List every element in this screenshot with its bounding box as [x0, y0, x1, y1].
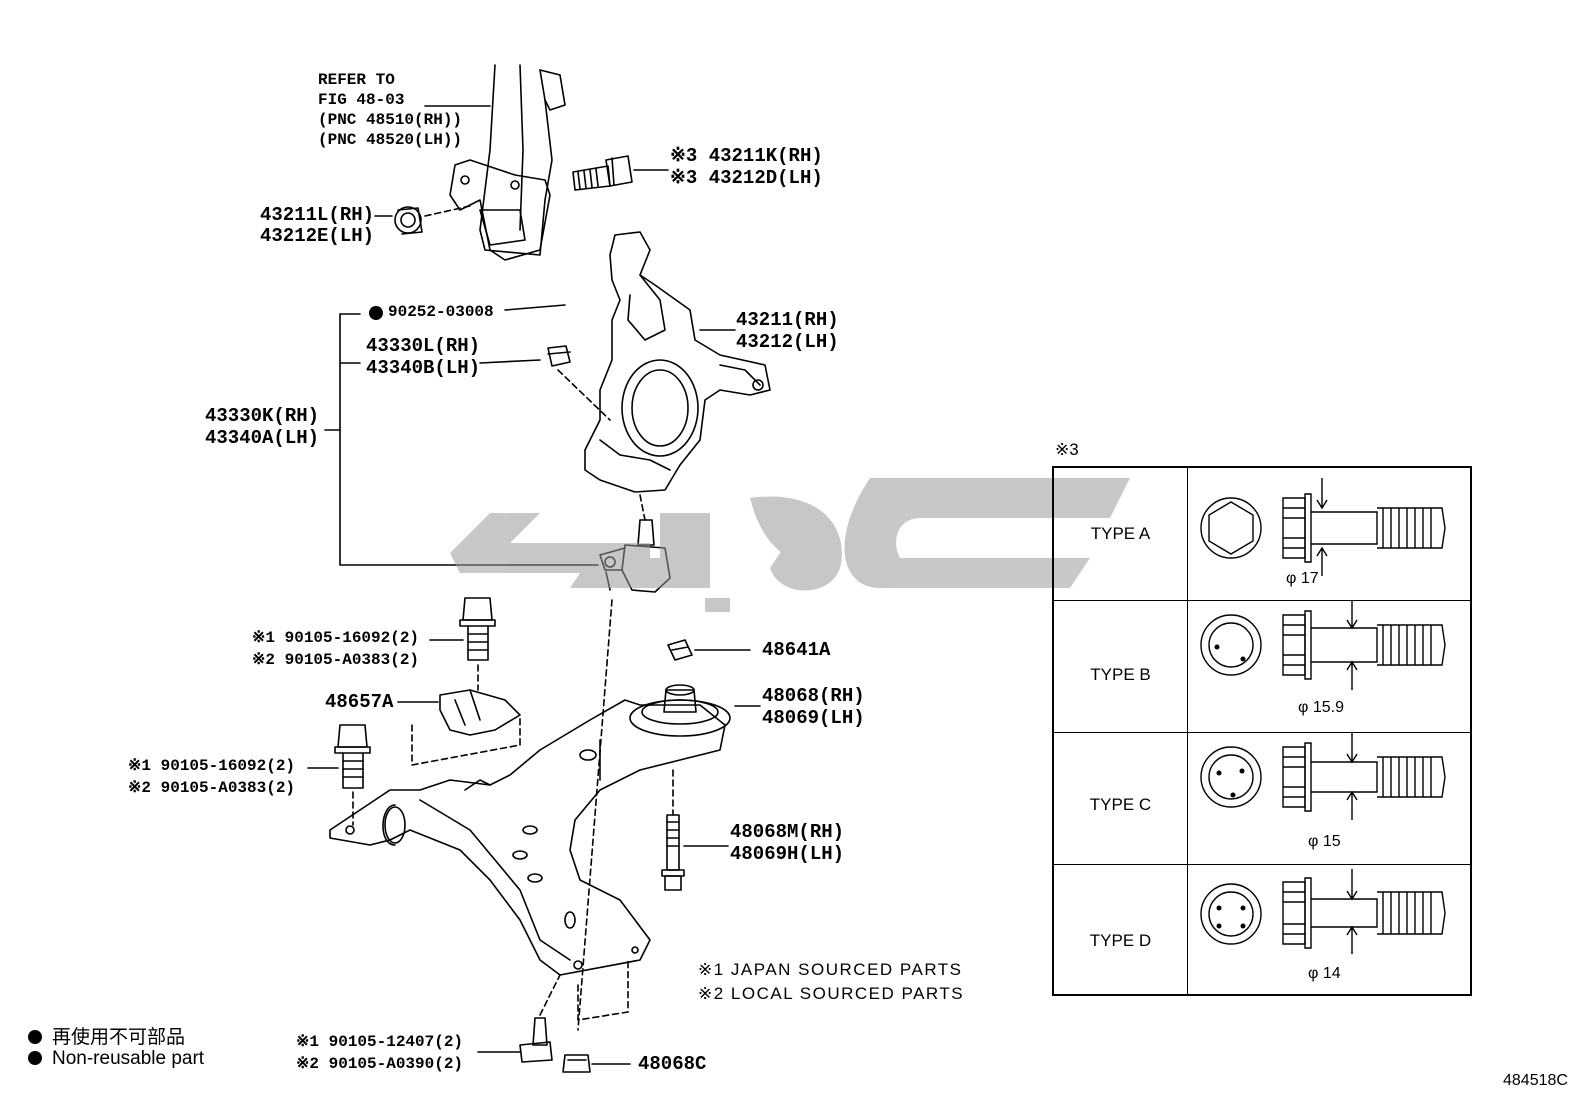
table-marker: ※3: [1055, 440, 1079, 459]
type-diameter: φ 14: [1308, 965, 1341, 982]
part-label-48069h[interactable]: 48069H(LH): [730, 843, 845, 865]
part-label-90105-16092-upper[interactable]: ※1 90105-16092(2): [252, 629, 420, 647]
nut-48068c-drawing: [562, 1054, 591, 1073]
upper-flange-bolt-drawing: [459, 597, 496, 661]
type-d-bolt-drawing: [1200, 869, 1446, 954]
type-name: TYPE A: [1090, 524, 1151, 543]
note-local-sourced: ※2 LOCAL SOURCED PARTS: [698, 984, 965, 1003]
type-a-bolt-drawing: [1200, 478, 1446, 576]
type-name: TYPE D: [1089, 931, 1152, 950]
legend-en: Non-reusable part: [28, 1048, 204, 1070]
part-label-90105-16092-lower[interactable]: ※1 90105-16092(2): [128, 757, 296, 775]
table-row: TYPE C φ 15: [1054, 732, 1470, 865]
ball-joint-seal-drawing: [547, 345, 571, 367]
refer-note-line2: FIG 48-03: [318, 91, 405, 109]
bracket-48657a-drawing: [439, 689, 521, 736]
non-reusable-dot: [369, 306, 383, 320]
type-diameter: φ 17: [1286, 570, 1319, 587]
bottom-bolt-drawing: [519, 1017, 553, 1063]
part-label-43212d[interactable]: ※3 43212D(LH): [670, 167, 823, 189]
part-label-43340b[interactable]: 43340B(LH): [366, 357, 481, 379]
legend-jp: 再使用不可部品: [28, 1022, 185, 1049]
table-row: TYPE A φ 17: [1054, 468, 1470, 600]
type-diameter: φ 15.9: [1298, 699, 1344, 716]
nut-48641a-drawing: [667, 639, 693, 661]
refer-note-line4: (PNC 48520(LH)): [318, 131, 463, 149]
figure-id: 484518C: [1503, 1072, 1568, 1089]
type-c-bolt-drawing: [1200, 732, 1446, 820]
camber-bolt-drawing: [572, 155, 669, 191]
strut-assembly-drawing: [449, 64, 566, 261]
part-label-48657a[interactable]: 48657A: [325, 691, 394, 713]
part-label-43211k[interactable]: ※3 43211K(RH): [670, 145, 823, 167]
legend-en-text: Non-reusable part: [52, 1048, 205, 1069]
type-name: TYPE B: [1090, 665, 1151, 684]
part-label-43212[interactable]: 43212(LH): [736, 331, 839, 353]
part-label-90252-03008[interactable]: 90252-03008: [388, 303, 494, 321]
part-label-48068c[interactable]: 48068C: [638, 1053, 707, 1075]
part-label-48069[interactable]: 48069(LH): [762, 707, 865, 729]
part-label-48068m[interactable]: 48068M(RH): [730, 821, 845, 843]
bolt-type-table: TYPE A φ 17 TYPE B φ 15.9 TYPE C φ 15 TY…: [1052, 466, 1472, 996]
part-label-43330l[interactable]: 43330L(RH): [366, 335, 481, 357]
table-row: TYPE B φ 15.9: [1054, 600, 1470, 733]
long-bolt-48068m-drawing: [661, 814, 685, 891]
table-row: TYPE D φ 14: [1054, 864, 1470, 997]
refer-note-line1: REFER TO: [318, 71, 395, 89]
part-label-43330k[interactable]: 43330K(RH): [205, 405, 320, 427]
refer-note-line3: (PNC 48510(RH)): [318, 111, 463, 129]
part-label-48641a[interactable]: 48641A: [762, 639, 831, 661]
part-label-43340a[interactable]: 43340A(LH): [205, 427, 320, 449]
type-b-bolt-drawing: [1200, 600, 1446, 690]
part-label-43211l[interactable]: 43211L(RH): [260, 204, 375, 226]
watermark-logo: [450, 478, 1130, 612]
part-label-43211[interactable]: 43211(RH): [736, 309, 839, 331]
part-label-48068[interactable]: 48068(RH): [762, 685, 865, 707]
rear-bushing-drawing: [629, 684, 731, 737]
type-diameter: φ 15: [1308, 833, 1341, 850]
part-label-90105-a0383-upper[interactable]: ※2 90105-A0383(2): [252, 651, 420, 669]
lower-flange-bolt-drawing: [334, 724, 371, 789]
cam-nut-drawing: [394, 206, 423, 235]
bolt-type-drawings: [1200, 478, 1446, 954]
steering-knuckle-drawing: [584, 231, 771, 493]
part-label-90105-a0383-lower[interactable]: ※2 90105-A0383(2): [128, 779, 296, 797]
legend-jp-text: 再使用不可部品: [52, 1027, 186, 1048]
lower-control-arm-drawing: [329, 699, 726, 976]
type-name: TYPE C: [1089, 795, 1152, 814]
table-divider: [1187, 468, 1188, 994]
part-label-90105-12407[interactable]: ※1 90105-12407(2): [296, 1033, 464, 1051]
legend-dot-icon: [28, 1051, 42, 1065]
note-japan-sourced: ※1 JAPAN SOURCED PARTS: [698, 960, 963, 979]
legend-dot-icon: [28, 1030, 42, 1044]
part-label-90105-a0390[interactable]: ※2 90105-A0390(2): [296, 1055, 464, 1073]
part-label-43212e[interactable]: 43212E(LH): [260, 225, 375, 247]
